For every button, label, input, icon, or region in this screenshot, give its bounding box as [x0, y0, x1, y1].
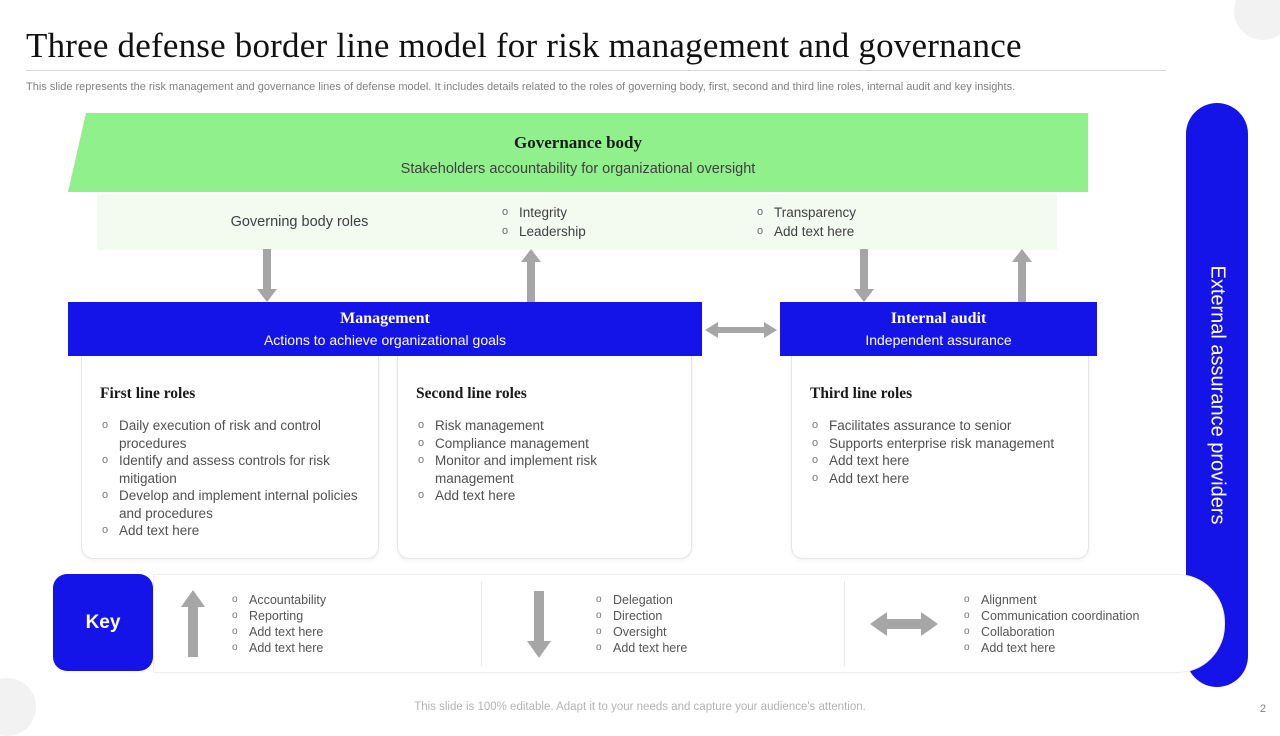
second-line-roles-list: Risk management Compliance management Mo…: [398, 417, 691, 505]
list-item: Add text here: [100, 522, 366, 540]
footer-note: This slide is 100% editable. Adapt it to…: [414, 701, 866, 713]
arrow-up-icon-audit: [1011, 249, 1033, 303]
list-item: Monitor and implement risk management: [416, 452, 679, 487]
list-item: Add text here: [810, 470, 1076, 488]
title-divider: [26, 70, 1166, 71]
second-line-roles-card: Second line roles Risk management Compli…: [397, 356, 692, 559]
list-item: Accountability: [232, 592, 326, 608]
arrow-left-right-icon: [844, 611, 964, 637]
governing-body-roles-column-1: Integrity Leadership: [502, 203, 757, 241]
decorative-circle-top-right: [1234, 0, 1280, 40]
list-item: Supports enterprise risk management: [810, 435, 1076, 453]
list-item: Add text here: [596, 640, 687, 656]
list-item: Risk management: [416, 417, 679, 435]
governance-body-title: Governance body: [514, 133, 642, 152]
third-line-roles-list: Facilitates assurance to senior Supports…: [792, 417, 1088, 487]
key-group-2-list: Delegation Direction Oversight Add text …: [596, 592, 687, 656]
list-item: Add text here: [964, 640, 1139, 656]
list-item: Develop and implement internal policies …: [100, 487, 366, 522]
arrow-down-icon-audit: [853, 249, 875, 303]
governing-body-roles-label: Governing body roles: [230, 214, 369, 230]
slide-canvas: Three defense border line model for risk…: [0, 0, 1280, 720]
page-number: 2: [1259, 703, 1266, 715]
third-line-roles-heading: Third line roles: [810, 385, 913, 402]
arrow-left-right-icon-connector: [705, 321, 777, 344]
page-subtitle: This slide represents the risk managemen…: [26, 81, 1016, 93]
first-line-roles-card: First line roles Daily execution of risk…: [81, 356, 379, 559]
internal-audit-header-bar: Internal audit Independent assurance: [780, 302, 1097, 356]
list-item: Add text here: [416, 487, 679, 505]
key-group-3-list: Alignment Communication coordination Col…: [964, 592, 1139, 656]
list-item: Delegation: [596, 592, 687, 608]
list-item: Collaboration: [964, 624, 1139, 640]
list-item: Leadership: [502, 222, 757, 241]
key-group-alignment: Alignment Communication coordination Col…: [844, 575, 1222, 672]
list-item: Transparency: [757, 203, 1012, 222]
list-item: Add text here: [232, 624, 326, 640]
list-item: Reporting: [232, 608, 326, 624]
first-line-roles-heading: First line roles: [100, 385, 196, 402]
list-item: Compliance management: [416, 435, 679, 453]
list-item: Alignment: [964, 592, 1139, 608]
governing-body-roles-column-2: Transparency Add text here: [757, 203, 1012, 241]
arrow-down-icon-management: [256, 249, 278, 303]
governance-body-banner: Governance body Stakeholders accountabil…: [68, 113, 1088, 192]
arrow-up-icon: [154, 589, 232, 658]
list-item: Add text here: [232, 640, 326, 656]
internal-audit-title: Internal audit: [890, 310, 987, 327]
arrow-down-icon: [481, 590, 596, 658]
key-group-accountability: Accountability Reporting Add text here A…: [154, 575, 481, 672]
internal-audit-subtitle: Independent assurance: [865, 332, 1012, 348]
list-item: Add text here: [810, 452, 1076, 470]
key-legend-strip: Accountability Reporting Add text here A…: [153, 574, 1225, 673]
list-item: Integrity: [502, 203, 757, 222]
management-header-bar: Management Actions to achieve organizati…: [68, 302, 702, 356]
external-assurance-providers-label: External assurance providers: [1206, 265, 1229, 525]
management-subtitle: Actions to achieve organizational goals: [263, 332, 507, 348]
arrow-up-icon-management: [520, 249, 542, 303]
governing-body-roles-band: Governing body roles Integrity Leadershi…: [97, 194, 1057, 250]
second-line-roles-heading: Second line roles: [416, 385, 527, 402]
governance-body-subtitle: Stakeholders accountability for organiza…: [400, 161, 756, 177]
list-item: Communication coordination: [964, 608, 1139, 624]
list-item: Daily execution of risk and control proc…: [100, 417, 366, 452]
key-group-1-list: Accountability Reporting Add text here A…: [232, 592, 326, 656]
key-group-delegation: Delegation Direction Oversight Add text …: [481, 575, 844, 672]
key-badge: Key: [53, 574, 153, 671]
management-title: Management: [340, 310, 430, 327]
list-item: Direction: [596, 608, 687, 624]
first-line-roles-list: Daily execution of risk and control proc…: [82, 417, 378, 540]
page-title: Three defense border line model for risk…: [26, 26, 1022, 65]
list-item: Identify and assess controls for risk mi…: [100, 452, 366, 487]
third-line-roles-card: Third line roles Facilitates assurance t…: [791, 356, 1089, 559]
key-label: Key: [85, 611, 121, 633]
list-item: Oversight: [596, 624, 687, 640]
list-item: Facilitates assurance to senior: [810, 417, 1076, 435]
list-item: Add text here: [757, 222, 1012, 241]
